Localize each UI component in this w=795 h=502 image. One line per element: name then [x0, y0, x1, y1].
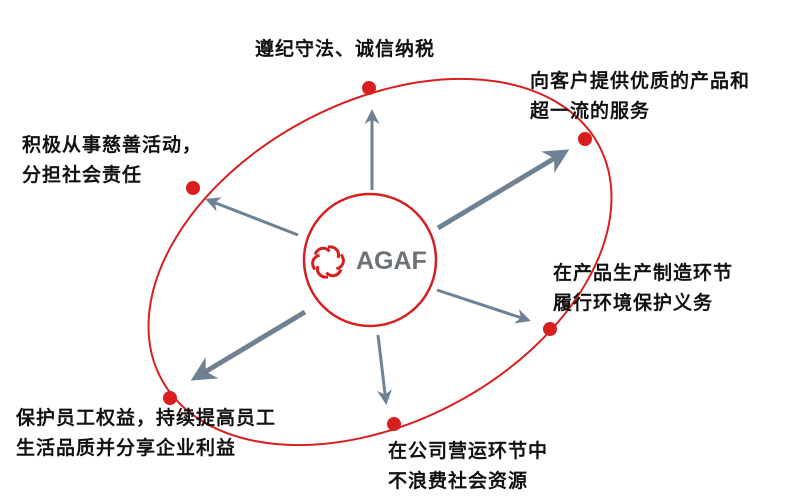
node-dot-bottom — [387, 417, 401, 431]
label-line: 分担社会责任 — [22, 164, 143, 186]
label-line: 超一流的服务 — [530, 100, 651, 122]
node-label-bottom: 在公司营运环节中 不浪费社会资源 — [388, 436, 548, 496]
label-line: 不浪费社会资源 — [388, 470, 529, 492]
node-dot-right — [543, 322, 557, 336]
center-circle — [302, 192, 438, 328]
logo-text: AGAF — [356, 247, 427, 275]
node-label-right: 在产品生产制造环节 履行环境保护义务 — [553, 258, 733, 318]
node-dot-top-right — [578, 132, 592, 146]
label-line: 积极从事慈善活动， — [22, 134, 203, 156]
node-dot-top — [362, 81, 376, 95]
arrow-left — [205, 197, 299, 237]
node-label-top: 遵纪守法、诚信纳税 — [255, 34, 435, 64]
label-line: 在产品生产制造环节 — [553, 262, 734, 284]
outer-ellipse — [147, 77, 613, 447]
label-line: 遵纪守法、诚信纳税 — [255, 38, 436, 60]
node-label-bottom-left: 保护员工权益，持续提高员工 生活品质并分享企业利益 — [16, 403, 276, 463]
logo-flower-icon — [311, 245, 345, 279]
arrow-bottom-left — [190, 309, 307, 381]
arrow-right — [436, 288, 531, 324]
label-line: 在公司营运环节中 — [388, 440, 549, 462]
node-dot-bottom-left — [163, 391, 177, 405]
label-line: 履行环境保护义务 — [553, 292, 714, 314]
arrow-top-right — [436, 149, 570, 231]
label-line: 生活品质并分享企业利益 — [16, 437, 237, 459]
node-label-top-right: 向客户提供优质的产品和 超一流的服务 — [530, 66, 750, 126]
label-line: 向客户提供优质的产品和 — [530, 70, 751, 92]
arrow-bottom — [376, 334, 393, 405]
node-dot-left — [186, 181, 200, 195]
node-label-left: 积极从事慈善活动， 分担社会责任 — [22, 130, 202, 190]
label-line: 保护员工权益，持续提高员工 — [16, 407, 277, 429]
